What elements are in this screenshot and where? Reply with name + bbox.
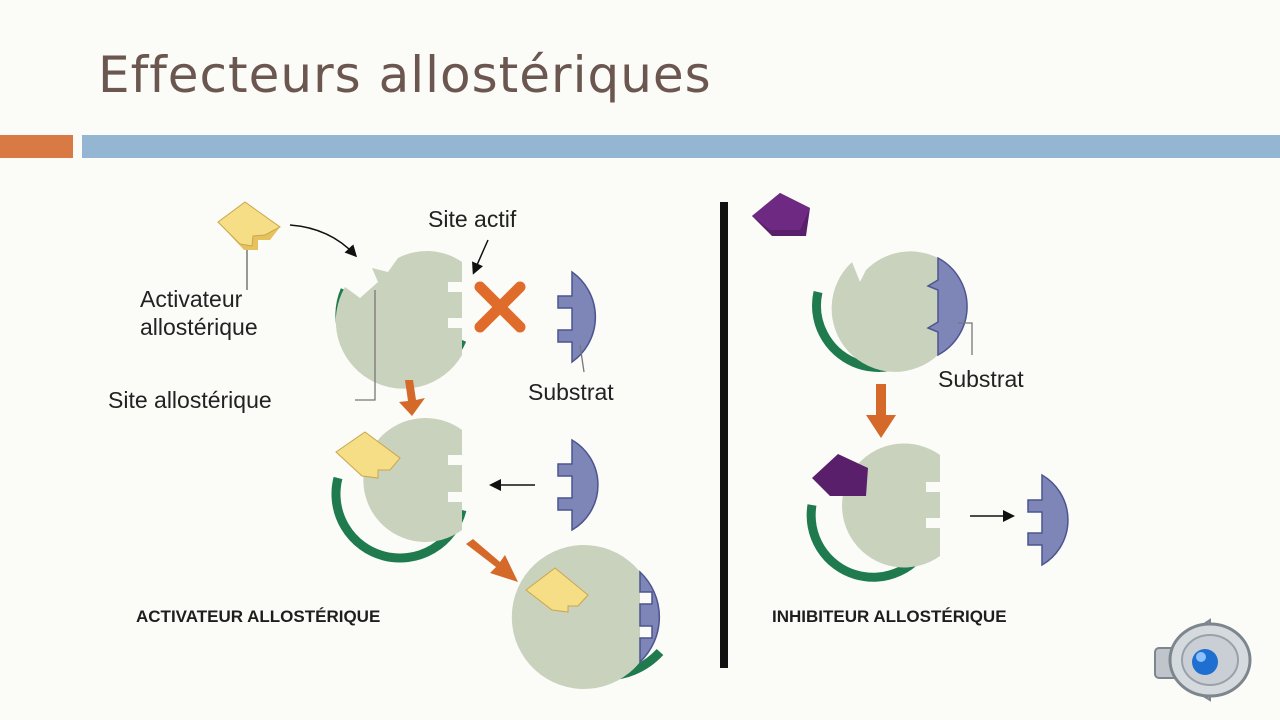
label-substrat-left: Substrat xyxy=(528,379,614,405)
enzyme-with-substrate xyxy=(812,251,968,372)
label-activateur-line2: allostérique xyxy=(140,314,258,340)
panel-divider xyxy=(720,202,728,668)
enzyme-inactive xyxy=(335,250,467,389)
caption-inhibiteur: INHIBITEUR ALLOSTÉRIQUE xyxy=(772,607,1007,626)
speaker-icon[interactable] xyxy=(1154,618,1252,702)
transition-arrow-1 xyxy=(399,380,425,416)
label-substrat-right: Substrat xyxy=(938,366,1024,392)
binding-arrow xyxy=(289,224,358,258)
inhibitor-molecule-free xyxy=(752,193,810,236)
caption-activateur: ACTIVATEUR ALLOSTÉRIQUE xyxy=(136,607,380,626)
slide-title: Effecteurs allostériques xyxy=(98,46,712,104)
enzyme-inhibitor-bound xyxy=(806,443,940,582)
label-site-allosterique: Site allostérique xyxy=(108,387,272,413)
activator-molecule-free xyxy=(217,201,281,250)
transition-arrow-2 xyxy=(466,539,518,582)
title-underline-bar xyxy=(82,135,1280,158)
blocked-x-icon xyxy=(474,281,526,333)
enzyme-substrate-bound xyxy=(511,545,664,689)
site-actif-arrow xyxy=(472,239,489,275)
title-accent-bar xyxy=(0,135,73,158)
substrate-left-1 xyxy=(557,270,597,364)
transition-arrow-3 xyxy=(866,384,896,438)
site-allosterique-leader xyxy=(355,290,376,401)
substrate-left-2 xyxy=(557,438,599,532)
substrate-left-leader xyxy=(579,344,585,373)
label-site-actif: Site actif xyxy=(428,206,517,232)
substrate-right-free xyxy=(1027,473,1069,567)
enzyme-activator-bound xyxy=(331,417,467,563)
label-activateur-line1: Activateur xyxy=(140,286,243,312)
substrate-right-leader xyxy=(958,322,973,355)
